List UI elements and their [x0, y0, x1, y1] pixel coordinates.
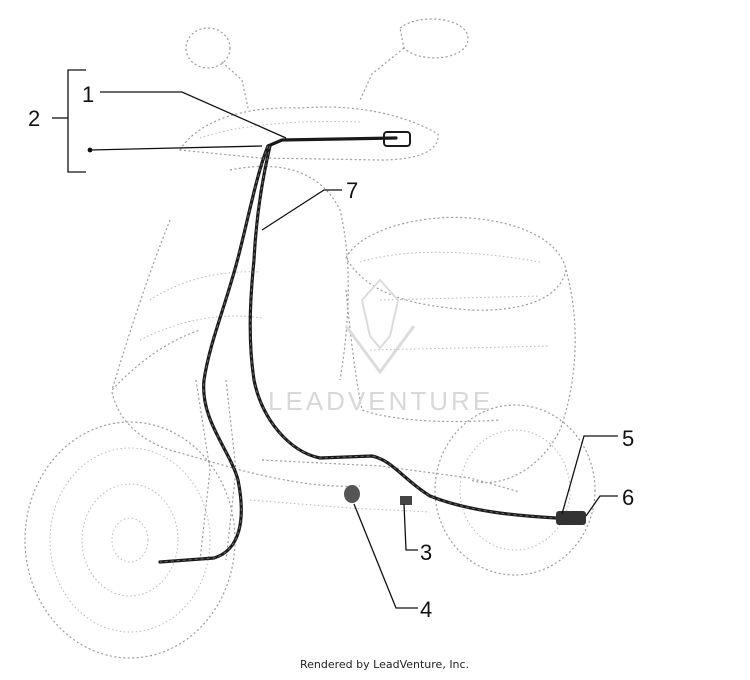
footer-credit: Rendered by LeadVenture, Inc. — [300, 658, 469, 671]
callout-2: 2 — [28, 106, 40, 131]
bracket-2 — [67, 69, 86, 173]
cable-grommet — [344, 485, 360, 503]
callout-3: 3 — [420, 540, 432, 565]
cable-clip — [400, 496, 412, 505]
scooter-outline — [24, 18, 596, 659]
watermark-text: LEADVENTURE — [268, 386, 493, 416]
callout-5: 5 — [622, 426, 634, 451]
rear-cable — [248, 144, 558, 520]
leadventure-watermark: LEADVENTURE — [268, 278, 493, 416]
callout-leaders — [52, 69, 618, 609]
callout-4: 4 — [420, 597, 432, 622]
callout-6: 6 — [622, 485, 634, 510]
handlebar-cable — [266, 136, 398, 148]
callout-1: 1 — [82, 82, 94, 107]
cables — [158, 131, 586, 564]
callout-7: 7 — [346, 178, 358, 203]
callout-labels: 1 2 7 5 6 3 4 — [28, 82, 634, 622]
throttle-grip — [383, 131, 411, 147]
cable-end-fitting — [556, 511, 586, 525]
